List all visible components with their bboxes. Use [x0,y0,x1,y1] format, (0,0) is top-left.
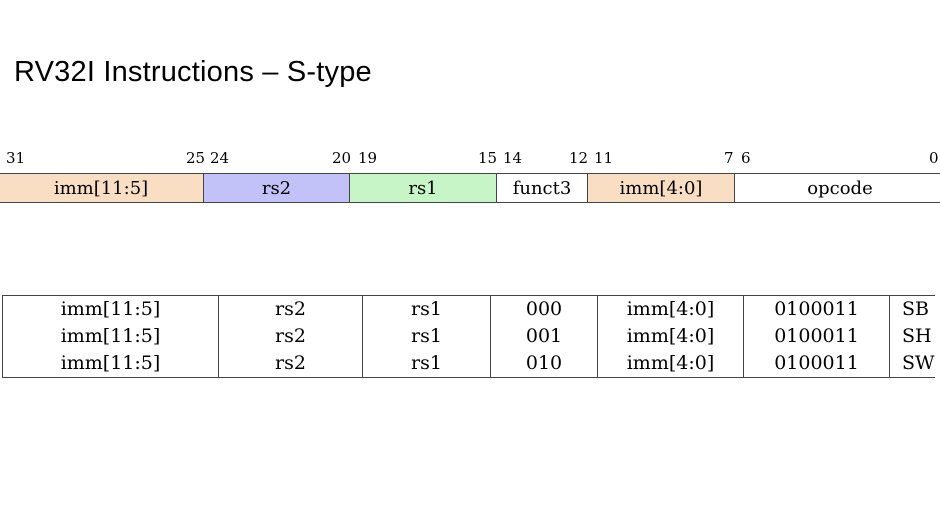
cell-opcode: 0100011 [743,295,890,323]
field-imm-lo-label: imm[4:0] [619,177,703,199]
slide-title: RV32I Instructions – S-type [14,56,372,88]
cell-rs2: rs2 [218,323,363,350]
bit-number-24: 24 [210,149,230,167]
cell-funct3: 001 [490,323,598,350]
encoding-table: imm[11:5] rs2 rs1 000 imm[4:0] 0100011 S… [2,295,935,378]
table-row: imm[11:5] rs2 rs1 001 imm[4:0] 0100011 S… [2,323,935,350]
bit-number-19: 19 [358,149,378,167]
cell-rs1: rs1 [362,323,491,350]
table-row: imm[11:5] rs2 rs1 010 imm[4:0] 0100011 S… [2,350,935,378]
cell-imm-hi: imm[11:5] [2,295,219,323]
cell-imm-lo: imm[4:0] [597,323,744,350]
field-rs2: rs2 [204,173,350,203]
cell-imm-hi: imm[11:5] [2,350,219,378]
bit-number-6: 6 [741,149,751,167]
field-imm-lo: imm[4:0] [588,173,735,203]
bit-number-14: 14 [503,149,523,167]
bit-number-31: 31 [6,149,26,167]
cell-funct3: 010 [490,350,598,378]
cell-rs1: rs1 [362,350,491,378]
bit-number-25: 25 [186,149,206,167]
field-imm-hi-label: imm[11:5] [53,177,149,199]
cell-funct3: 000 [490,295,598,323]
field-funct3-label: funct3 [512,177,572,199]
cell-opcode: 0100011 [743,323,890,350]
cell-imm-lo: imm[4:0] [597,295,744,323]
bit-number-0: 0 [929,149,939,167]
cell-rs2: rs2 [218,295,363,323]
field-rs2-label: rs2 [261,177,292,199]
cell-mnemonic: SW [889,350,935,378]
field-rs1-label: rs1 [408,177,438,199]
field-imm-hi: imm[11:5] [0,173,204,203]
bit-number-12: 12 [569,149,589,167]
bit-number-7: 7 [724,149,734,167]
cell-rs1: rs1 [362,295,491,323]
bit-number-20: 20 [332,149,352,167]
cell-opcode: 0100011 [743,350,890,378]
cell-imm-hi: imm[11:5] [2,323,219,350]
field-opcode-label: opcode [807,177,873,199]
table-row: imm[11:5] rs2 rs1 000 imm[4:0] 0100011 S… [2,295,935,323]
field-funct3: funct3 [497,173,588,203]
cell-mnemonic: SB [889,295,935,323]
cell-rs2: rs2 [218,350,363,378]
cell-imm-lo: imm[4:0] [597,350,744,378]
cell-mnemonic: SH [902,325,932,347]
field-rs1: rs1 [350,173,497,203]
bit-number-11: 11 [594,149,614,167]
field-opcode: opcode [735,173,940,203]
bit-number-15: 15 [478,149,498,167]
